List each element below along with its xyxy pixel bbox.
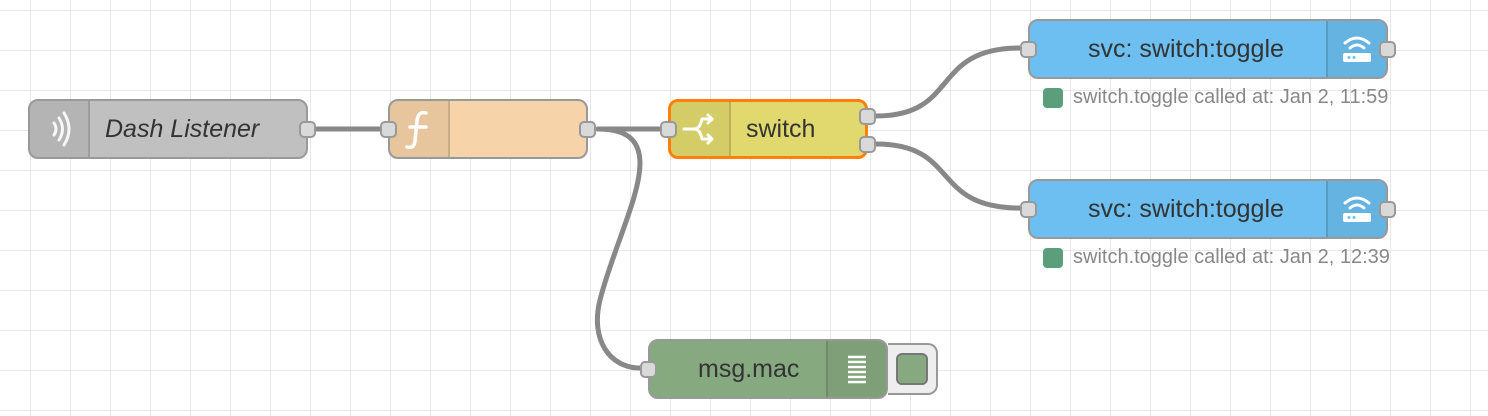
svc-bottom-status-text: switch.toggle called at: Jan 2, 12:39 bbox=[1073, 246, 1390, 268]
wire-switch-to-svc-top[interactable] bbox=[873, 45, 1023, 119]
status-dot-icon bbox=[1043, 247, 1063, 268]
svc-bottom-input-port[interactable] bbox=[1020, 201, 1037, 218]
debug-toggle-button[interactable] bbox=[888, 343, 938, 395]
svc-top-status-text: switch.toggle called at: Jan 2, 11:59 bbox=[1073, 86, 1389, 108]
function-node[interactable] bbox=[380, 99, 596, 159]
dash-listener-output-port[interactable] bbox=[299, 121, 316, 138]
wire-switch-to-svc-bottom[interactable] bbox=[873, 141, 1023, 211]
dash-listener-label: Dash Listener bbox=[105, 114, 260, 143]
status-dot-icon bbox=[1043, 87, 1063, 108]
function-icon bbox=[390, 101, 450, 157]
svc-toggle-node-top[interactable]: svc: switch:toggle bbox=[1020, 19, 1396, 79]
switch-icon bbox=[671, 102, 731, 156]
switch-output-port-2[interactable] bbox=[859, 136, 876, 153]
debug-input-port[interactable] bbox=[640, 361, 657, 378]
svc-bottom-output-port[interactable] bbox=[1379, 201, 1396, 218]
debug-node[interactable]: msg.mac bbox=[640, 339, 888, 399]
svc-bottom-label: svc: switch:toggle bbox=[1088, 194, 1284, 223]
svc-bottom-status: switch.toggle called at: Jan 2, 12:39 bbox=[1043, 246, 1390, 269]
switch-node[interactable]: switch bbox=[660, 99, 876, 159]
switch-input-port[interactable] bbox=[660, 121, 677, 138]
svc-top-status: switch.toggle called at: Jan 2, 11:59 bbox=[1043, 86, 1388, 109]
function-input-port[interactable] bbox=[380, 121, 397, 138]
svc-top-input-port[interactable] bbox=[1020, 41, 1037, 58]
svc-toggle-node-bottom[interactable]: svc: switch:toggle bbox=[1020, 179, 1396, 239]
list-icon bbox=[826, 341, 886, 397]
wire-function-to-debug[interactable] bbox=[594, 126, 643, 371]
dash-listener-node[interactable]: Dash Listener bbox=[28, 99, 316, 159]
router-icon bbox=[1326, 181, 1386, 237]
wifi-signal-icon bbox=[30, 101, 90, 157]
debug-toggle-indicator bbox=[896, 353, 928, 385]
router-icon bbox=[1326, 21, 1386, 77]
switch-output-port-1[interactable] bbox=[859, 108, 876, 125]
svc-top-label: svc: switch:toggle bbox=[1088, 34, 1284, 63]
function-output-port[interactable] bbox=[579, 121, 596, 138]
debug-label: msg.mac bbox=[698, 354, 800, 383]
svc-top-output-port[interactable] bbox=[1379, 41, 1396, 58]
switch-label: switch bbox=[746, 114, 816, 143]
